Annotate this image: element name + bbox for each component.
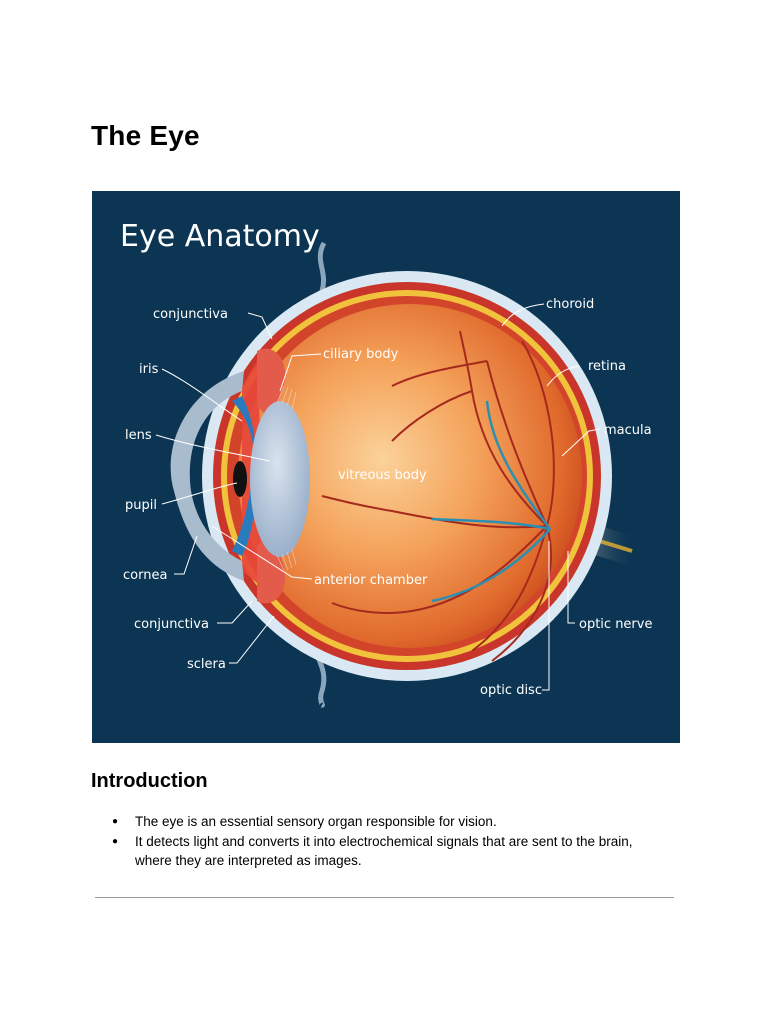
list-item: It detects light and converts it into el… [112, 832, 672, 870]
ciliary-body-shape [257, 348, 286, 421]
label-optic-disc: optic disc [480, 683, 542, 698]
intro-bullet-list: The eye is an essential sensory organ re… [112, 812, 672, 871]
lens-shape [250, 401, 310, 557]
vitreous-body-shape [238, 304, 582, 648]
label-sclera: sclera [187, 657, 226, 672]
label-conjunctiva-top: conjunctiva [153, 307, 228, 322]
label-optic-nerve: optic nerve [579, 617, 652, 632]
figure-title: Eye Anatomy [120, 219, 320, 254]
label-iris: iris [139, 362, 159, 377]
label-lens: lens [125, 428, 152, 443]
page-title: The Eye [91, 120, 200, 151]
cornea-shape [170, 371, 244, 581]
list-item: The eye is an essential sensory organ re… [112, 812, 672, 831]
iris-shape [232, 396, 258, 556]
eye-anatomy-figure: Eye Anatomy [92, 191, 680, 743]
label-pupil: pupil [125, 498, 157, 513]
label-retina: retina [588, 359, 626, 374]
horizontal-divider [95, 897, 674, 898]
label-ciliary-body: ciliary body [323, 347, 399, 362]
label-conjunctiva-bottom: conjunctiva [134, 617, 209, 632]
section-heading: Introduction [91, 770, 208, 792]
pupil-shape [233, 461, 247, 497]
label-anterior-chamber: anterior chamber [314, 573, 428, 588]
label-choroid: choroid [546, 297, 594, 312]
label-vitreous-body: vitreous body [338, 468, 427, 483]
label-macula: macula [604, 423, 652, 438]
label-cornea: cornea [123, 568, 167, 583]
blood-vessels [321, 330, 555, 662]
